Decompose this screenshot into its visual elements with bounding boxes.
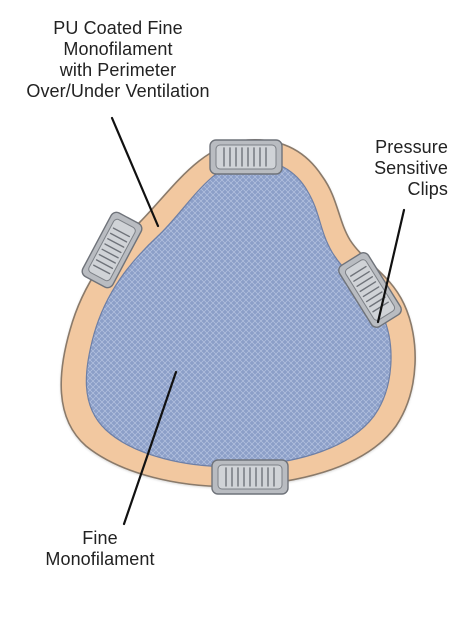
leader-line-clips [376,208,406,324]
label-fine-monofilament: Fine Monofilament [20,528,180,570]
label-clips-line-2: Sensitive [374,158,448,178]
label-pu-coated-monofilament: PU Coated Fine Monofilament with Perimet… [0,18,236,102]
clip-top [209,139,283,175]
label-pu-line-2: Monofilament [63,39,173,59]
clip-left [81,211,143,289]
label-clips-line-1: Pressure [375,137,448,157]
label-pu-line-3: with Perimeter [59,60,177,80]
label-pu-line-1: PU Coated Fine [53,18,183,38]
leader-line-pu-coated [110,116,160,228]
mesh-area [85,159,392,468]
label-pu-line-4: Over/Under Ventilation [26,81,210,101]
label-pressure-sensitive-clips: Pressure Sensitive Clips [352,137,448,200]
label-clips-line-3: Clips [407,179,448,199]
label-fine-line-2: Monofilament [45,549,155,569]
clip-bottom [211,459,289,495]
leader-line-fine-monofilament [122,370,178,526]
label-fine-line-1: Fine [82,528,118,548]
